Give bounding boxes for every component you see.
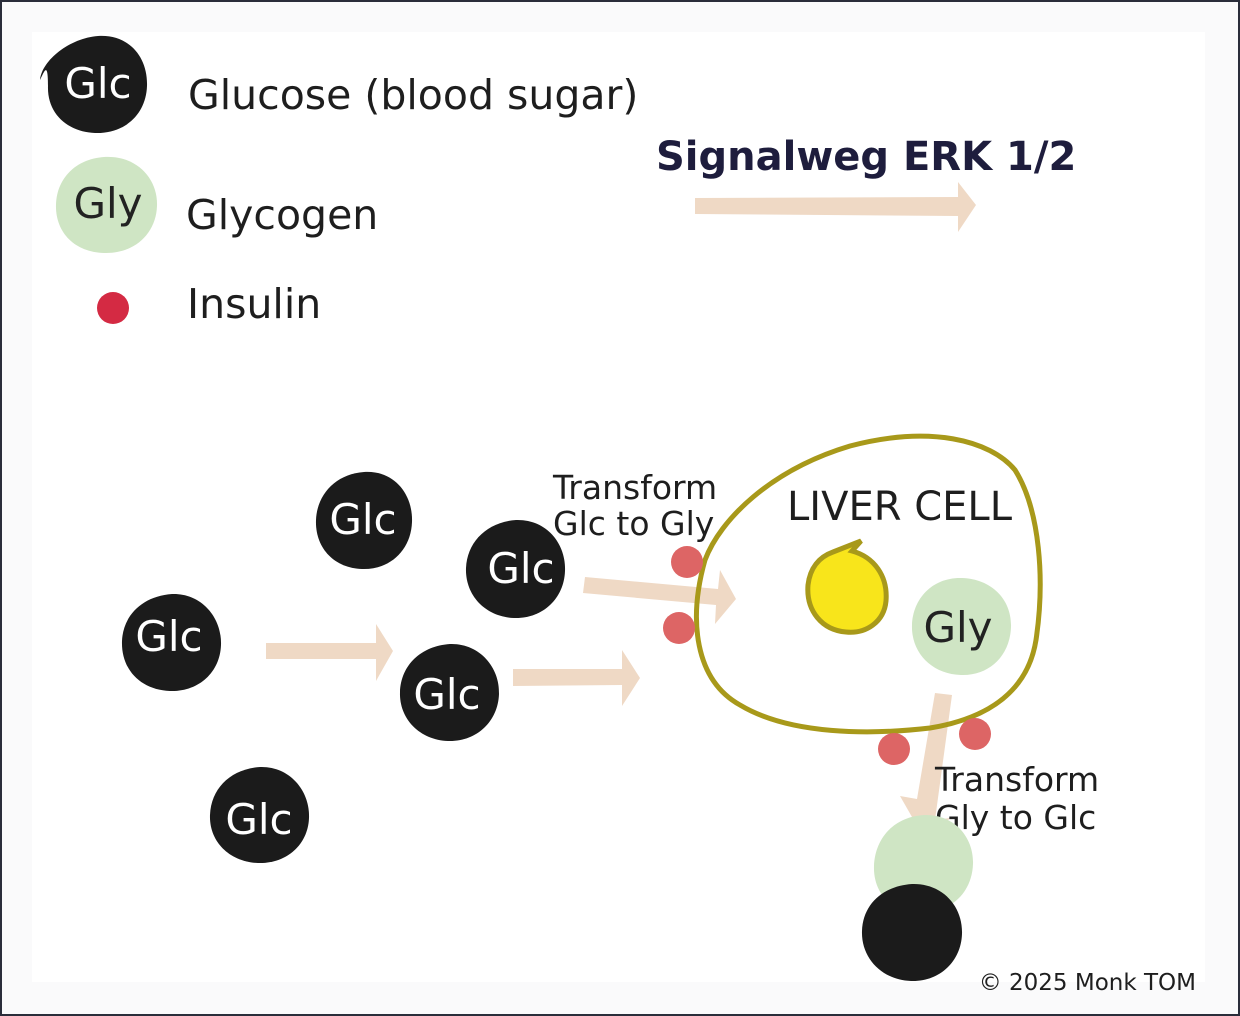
transform-out-line1: Transform xyxy=(934,760,1099,799)
glucose-molecule: Glc xyxy=(315,471,413,570)
glucose-label: Glc xyxy=(329,495,396,544)
transform-in-label: Transform Glc to Gly xyxy=(552,468,717,543)
transform-out-label: Transform Gly to Glc xyxy=(934,760,1099,837)
glucose-molecule: Glc xyxy=(399,643,500,742)
glycogen-label: Gly xyxy=(923,603,992,652)
glucose-label: Glc xyxy=(487,544,554,593)
glucose-label: Glc xyxy=(135,612,202,661)
transform-in-line1: Transform xyxy=(552,468,717,507)
insulin-receptors xyxy=(663,546,991,765)
legend-insulin-item: Insulin xyxy=(97,280,321,328)
legend: Glc Glucose (blood sugar) Gly Glycogen I… xyxy=(40,35,638,328)
glucose-blob xyxy=(209,766,310,864)
transform-in-arrow xyxy=(583,570,736,624)
insulin-receptor xyxy=(878,733,910,765)
glucose-blob xyxy=(315,471,413,570)
glucose-label: Glc xyxy=(413,670,480,719)
legend-glucose-label: Glucose (blood sugar) xyxy=(188,71,638,119)
glucose-molecule: Glc xyxy=(209,766,310,864)
insulin-icon xyxy=(97,292,129,324)
nucleus-shape xyxy=(805,538,889,635)
insulin-receptor xyxy=(663,612,695,644)
flow-arrows xyxy=(266,570,952,845)
legend-glucose-chip: Glc xyxy=(64,59,131,108)
transform-in-line2: Glc to Gly xyxy=(553,504,714,543)
glucose-blob xyxy=(121,593,222,692)
glucose-molecule: Glc xyxy=(465,519,566,619)
glycogen-blob xyxy=(911,577,1012,676)
pathway-arrow xyxy=(695,182,976,232)
cell-membrane xyxy=(694,433,1043,735)
glucose-molecules: Glc Glc Glc Glc Glc xyxy=(121,471,566,864)
released-molecules xyxy=(861,814,974,982)
transform-out-line2: Gly to Glc xyxy=(935,798,1096,837)
flow-arrow-1 xyxy=(266,624,393,681)
glucose-blob xyxy=(399,643,500,742)
transform-out-arrow xyxy=(900,693,952,845)
liver-cell: LIVER CELL Gly xyxy=(694,433,1043,735)
copyright-notice: © 2025 Monk TOM xyxy=(979,970,1196,996)
legend-glycogen-item: Gly Glycogen xyxy=(55,156,378,254)
insulin-receptor xyxy=(959,718,991,750)
glucose-blob xyxy=(465,519,566,619)
legend-glycogen-label: Glycogen xyxy=(186,191,378,239)
glucose-label: Glc xyxy=(225,795,292,844)
glucose-molecule: Glc xyxy=(121,593,222,692)
legend-glycogen-chip: Gly xyxy=(73,179,142,228)
legend-glucose-item: Glc Glucose (blood sugar) xyxy=(40,35,638,134)
glycogen-in-cell: Gly xyxy=(911,577,1012,676)
glycogen-icon xyxy=(55,156,158,254)
legend-insulin-label: Insulin xyxy=(187,280,321,328)
glucose-icon xyxy=(40,35,148,134)
flow-arrow-2 xyxy=(513,650,640,706)
pathway-title: Signalweg ERK 1/2 xyxy=(656,134,1076,180)
nucleus xyxy=(805,538,889,635)
insulin-receptor xyxy=(671,546,703,578)
released-glucose-blob xyxy=(861,883,963,982)
liver-cell-label: LIVER CELL xyxy=(787,484,1013,530)
